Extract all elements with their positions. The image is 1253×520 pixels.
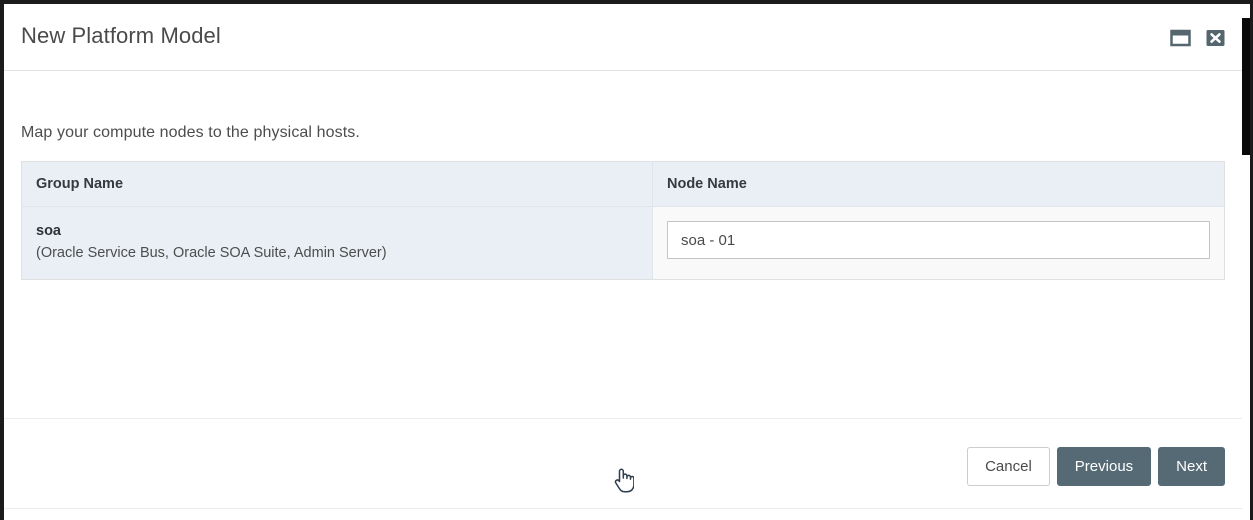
- page-scrollbar-track[interactable]: [1241, 4, 1250, 520]
- column-header-group-name: Group Name: [21, 161, 653, 207]
- table-header-row: Group Name Node Name: [21, 161, 1225, 207]
- close-icon[interactable]: [1205, 28, 1226, 48]
- window-controls: [1170, 28, 1226, 48]
- restore-icon[interactable]: [1170, 28, 1191, 48]
- actions-divider: [4, 418, 1242, 419]
- instruction-text: Map your compute nodes to the physical h…: [21, 124, 360, 141]
- table-row: soa (Oracle Service Bus, Oracle SOA Suit…: [21, 206, 1225, 280]
- dialog-title: New Platform Model: [21, 23, 221, 48]
- column-header-node-name: Node Name: [652, 161, 1225, 207]
- cell-group-name: soa (Oracle Service Bus, Oracle SOA Suit…: [21, 206, 653, 280]
- cell-node-name: [653, 207, 1225, 280]
- dialog-titlebar: New Platform Model: [4, 4, 1242, 71]
- stepper-divider: [4, 508, 1242, 509]
- dialog-actions: Cancel Previous Next: [967, 447, 1225, 486]
- page-scrollbar-thumb[interactable]: [1241, 18, 1250, 155]
- cancel-button[interactable]: Cancel: [967, 447, 1050, 486]
- node-mapping-table: Group Name Node Name soa (Oracle Service…: [21, 161, 1225, 280]
- window-frame-left: [0, 0, 4, 520]
- window-frame-right: [1250, 0, 1253, 520]
- previous-button[interactable]: Previous: [1056, 447, 1152, 486]
- wizard-stepper: BASIC INFORMATION INFRASTRUCTURE: [4, 509, 1242, 520]
- next-button[interactable]: Next: [1158, 447, 1225, 486]
- group-name-value: soa: [36, 223, 61, 239]
- new-platform-model-dialog: New Platform Model Map your compute node…: [4, 4, 1242, 520]
- node-name-input[interactable]: [667, 221, 1210, 259]
- group-description: (Oracle Service Bus, Oracle SOA Suite, A…: [36, 245, 387, 262]
- window-frame-top: [0, 0, 1253, 4]
- dialog-content: Map your compute nodes to the physical h…: [4, 124, 1242, 509]
